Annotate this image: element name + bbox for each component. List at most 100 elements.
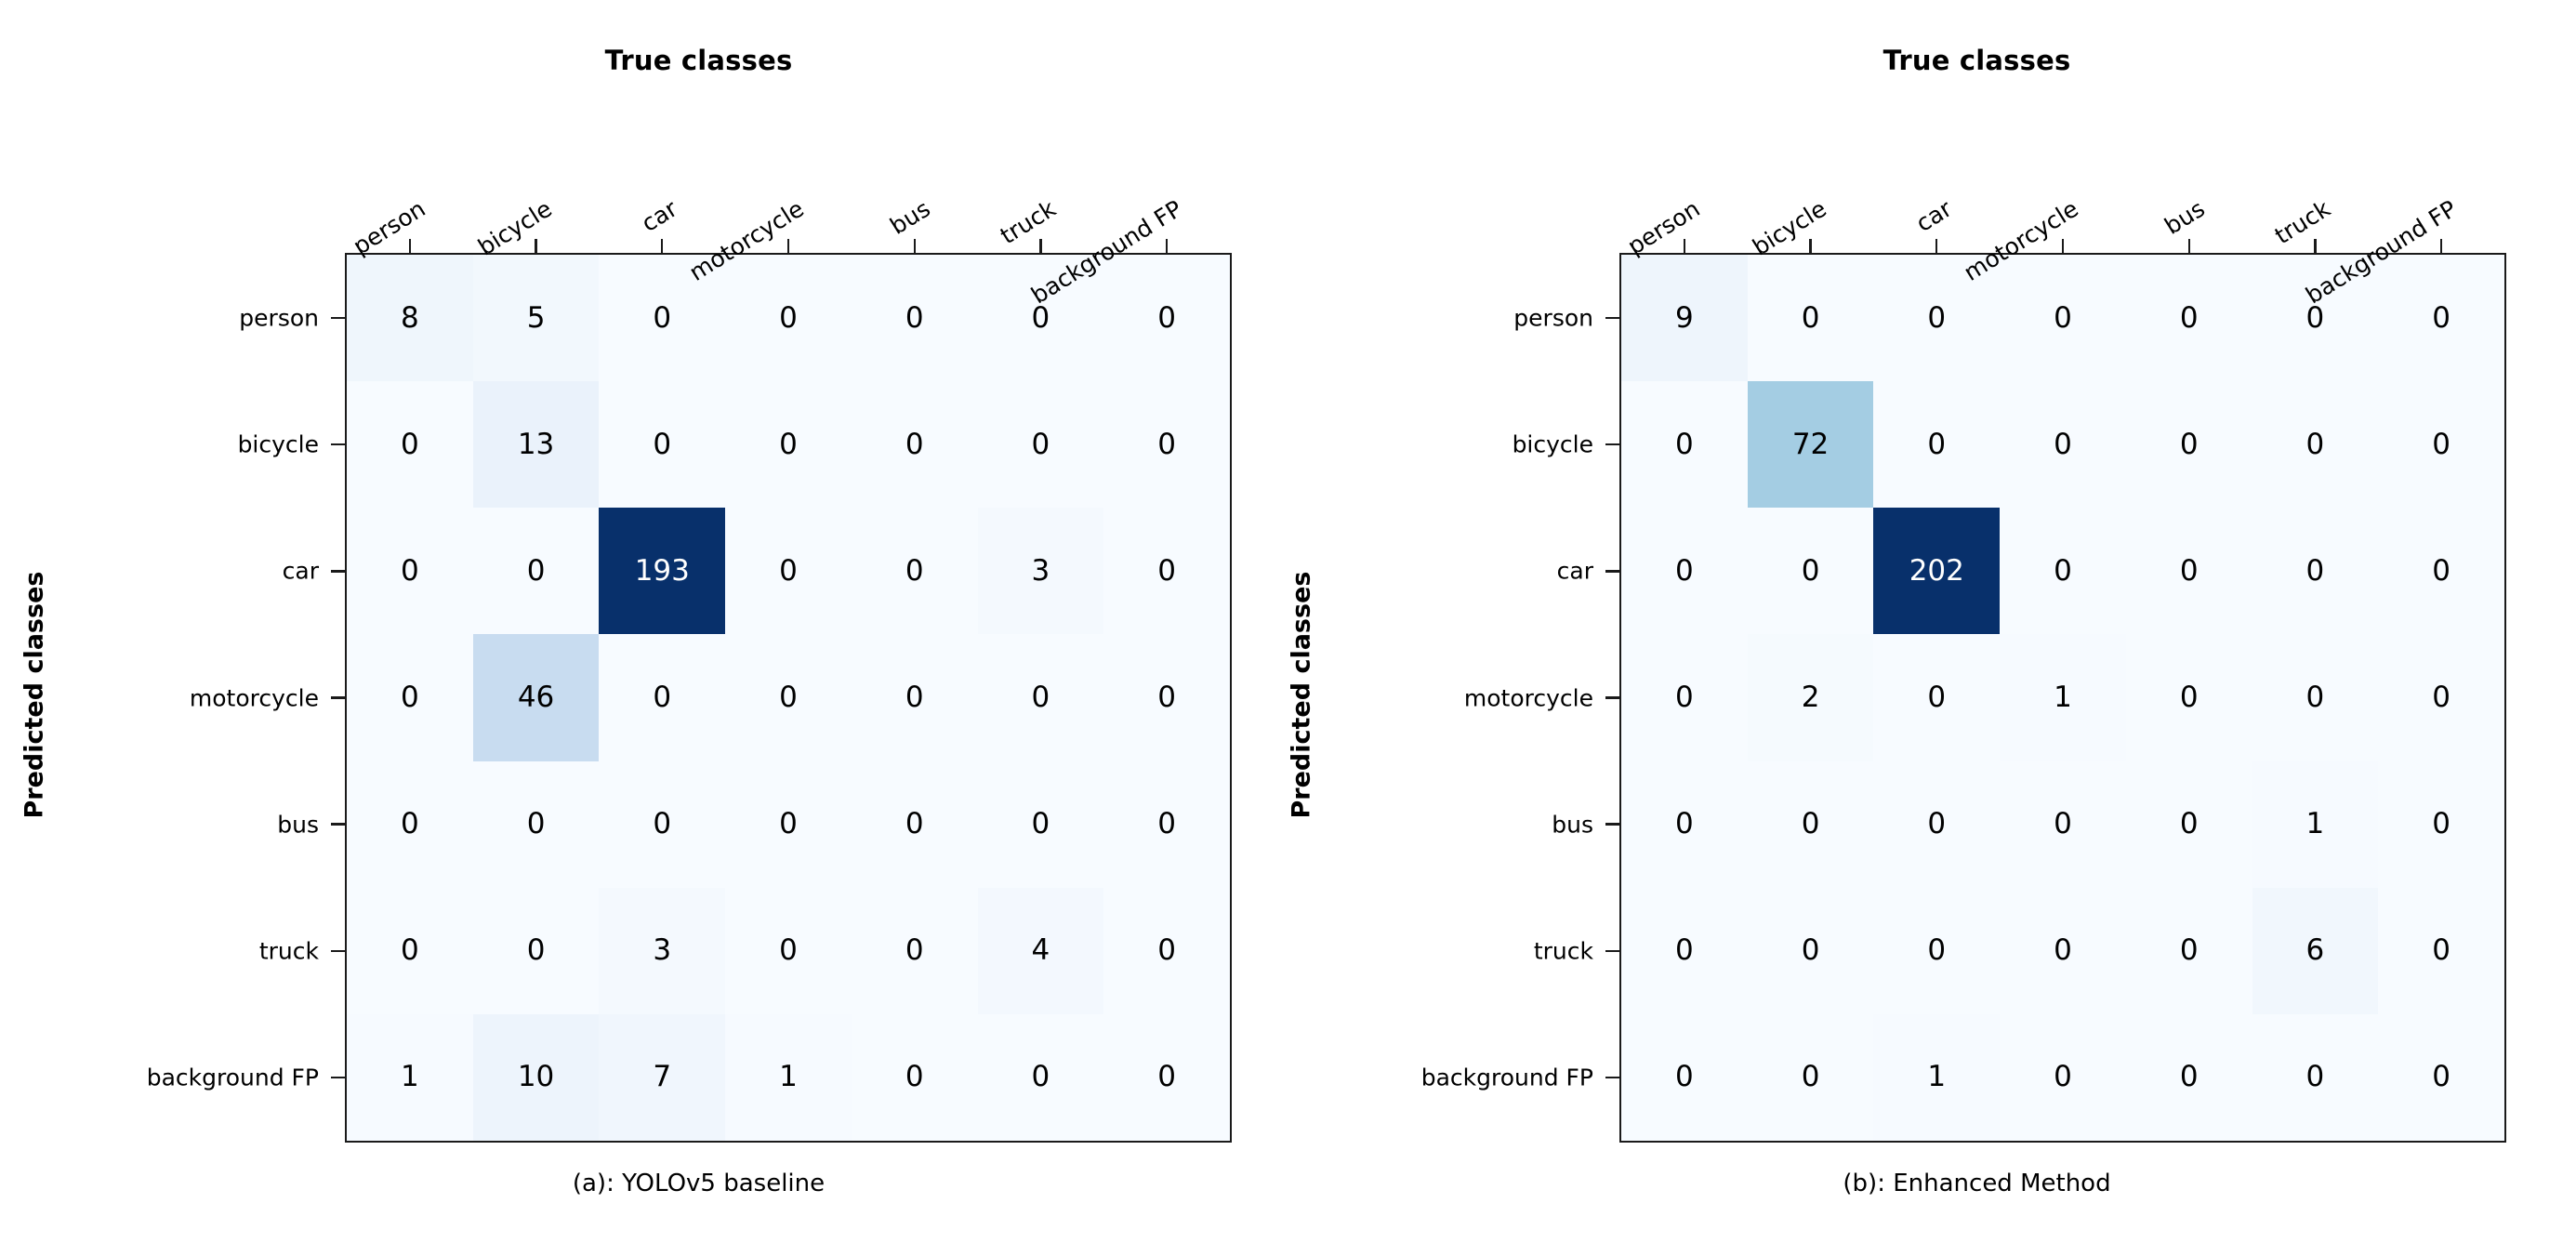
heatmap-cell: 0 — [1747, 508, 1874, 635]
y-axis-tick-label: person — [239, 304, 319, 332]
panel-caption-b: (b): Enhanced Method — [1843, 1170, 2111, 1197]
y-axis-tick — [1605, 443, 1619, 446]
heatmap-cell: 0 — [2000, 508, 2126, 635]
y-axis-tick-label: car — [282, 557, 319, 585]
heatmap-cell: 0 — [347, 887, 473, 1014]
y-axis-tick-label: person — [1513, 304, 1593, 332]
heatmap-cell: 0 — [1103, 508, 1230, 635]
heatmap-cell: 0 — [2252, 634, 2379, 761]
heatmap-cell: 0 — [2125, 634, 2252, 761]
x-axis-tick — [2187, 239, 2190, 253]
x-axis-tick-label: bicycle — [1747, 194, 1831, 261]
x-axis-tick-label: bus — [2160, 194, 2210, 241]
heatmap-cell: 0 — [977, 255, 1104, 382]
heatmap-cell: 0 — [2252, 255, 2379, 382]
heatmap-cell: 7 — [599, 1013, 726, 1141]
heatmap-cell: 0 — [347, 508, 473, 635]
y-axis-tick — [1605, 1076, 1619, 1079]
heatmap-cell: 0 — [2378, 381, 2504, 509]
heatmap-cell: 0 — [851, 634, 978, 761]
heatmap-cell: 0 — [977, 381, 1104, 509]
heatmap-cell: 0 — [725, 381, 852, 509]
heatmap-cell: 0 — [599, 634, 726, 761]
heatmap-cell: 0 — [851, 508, 978, 635]
heatmap-cell: 0 — [347, 760, 473, 888]
heatmap-cell: 13 — [472, 381, 600, 509]
heatmap-cell: 0 — [1747, 255, 1874, 382]
heatmap-cell: 0 — [2125, 381, 2252, 509]
heatmap-cell: 0 — [1873, 255, 2001, 382]
x-axis-tick — [913, 239, 916, 253]
y-axis-tick-label: background FP — [1420, 1064, 1593, 1091]
heatmap-cell: 0 — [2000, 255, 2126, 382]
y-axis-tick — [331, 823, 345, 826]
heatmap-cell: 3 — [977, 508, 1104, 635]
heatmap-cell: 0 — [1103, 1013, 1230, 1141]
x-axis-tick — [1683, 239, 1686, 253]
heatmap-cell: 0 — [347, 381, 473, 509]
y-axis-tick — [331, 316, 345, 320]
heatmap-cell: 0 — [725, 255, 852, 382]
y-axis-tick — [331, 570, 345, 573]
heatmap-cell: 0 — [851, 1013, 978, 1141]
heatmap-cell: 0 — [2125, 1013, 2252, 1141]
heatmap-cell: 0 — [2252, 381, 2379, 509]
heatmap-cell: 202 — [1873, 508, 2001, 635]
heatmap-cell: 0 — [1621, 1013, 1748, 1141]
heatmap-cell: 0 — [851, 255, 978, 382]
heatmap-cell: 10 — [472, 1013, 600, 1141]
x-axis-tick — [2439, 239, 2443, 253]
heatmap-cell: 0 — [2252, 508, 2379, 635]
y-axis-tick — [1605, 949, 1619, 952]
y-axis-tick-label: motorcycle — [189, 684, 319, 711]
y-axis-tick-label: car — [1556, 557, 1593, 585]
heatmap-cell: 0 — [599, 760, 726, 888]
heatmap-cell: 0 — [599, 381, 726, 509]
heatmap-cell: 0 — [1747, 887, 1874, 1014]
heatmap-cell: 0 — [1747, 1013, 1874, 1141]
x-axis-tick-label: person — [1622, 194, 1705, 260]
x-axis-tick-label: car — [1911, 194, 1957, 238]
x-axis-tick — [1039, 239, 1042, 253]
heatmap-cell: 0 — [977, 634, 1104, 761]
heatmap-cell: 0 — [1621, 887, 1748, 1014]
heatmap-cell: 0 — [851, 760, 978, 888]
y-axis-tick — [1605, 823, 1619, 826]
x-axis-tick-label: car — [637, 194, 682, 238]
y-axis-tick-label: truck — [1533, 937, 1593, 965]
y-axis-tick-label: motorcycle — [1463, 684, 1593, 711]
x-axis-tick — [1165, 239, 1169, 253]
x-axis-tick — [1935, 239, 1938, 253]
heatmap-cell: 0 — [1873, 760, 2001, 888]
heatmap-cell: 0 — [2378, 887, 2504, 1014]
y-axis-tick — [1605, 316, 1619, 320]
x-axis-tick-label: bus — [885, 194, 935, 241]
heatmap-cell: 1 — [725, 1013, 852, 1141]
heatmap-cell: 46 — [472, 634, 600, 761]
heatmap-cell: 0 — [2125, 255, 2252, 382]
heatmap-cell: 0 — [977, 1013, 1104, 1141]
x-axis-tick-label: truck — [996, 194, 1062, 250]
heatmap-cell: 0 — [2125, 887, 2252, 1014]
heatmap-cell: 0 — [2125, 508, 2252, 635]
panel-title-a: True classes — [604, 45, 793, 76]
heatmap-cell: 3 — [599, 887, 726, 1014]
heatmap-cell: 1 — [2252, 760, 2379, 888]
heatmap-cell: 4 — [977, 887, 1104, 1014]
heatmap-cell: 2 — [1747, 634, 1874, 761]
x-axis-tick-label: truck — [2270, 194, 2336, 250]
heatmap-cell: 0 — [347, 634, 473, 761]
y-axis-tick-label: bicycle — [237, 430, 319, 458]
heatmap-cell: 0 — [2252, 1013, 2379, 1141]
x-axis-tick — [535, 239, 537, 253]
heatmap-cell: 0 — [2000, 381, 2126, 509]
heatmap-cell: 0 — [725, 508, 852, 635]
y-axis-label-a: Predicted classes — [20, 571, 49, 819]
heatmap-cell: 0 — [2125, 760, 2252, 888]
